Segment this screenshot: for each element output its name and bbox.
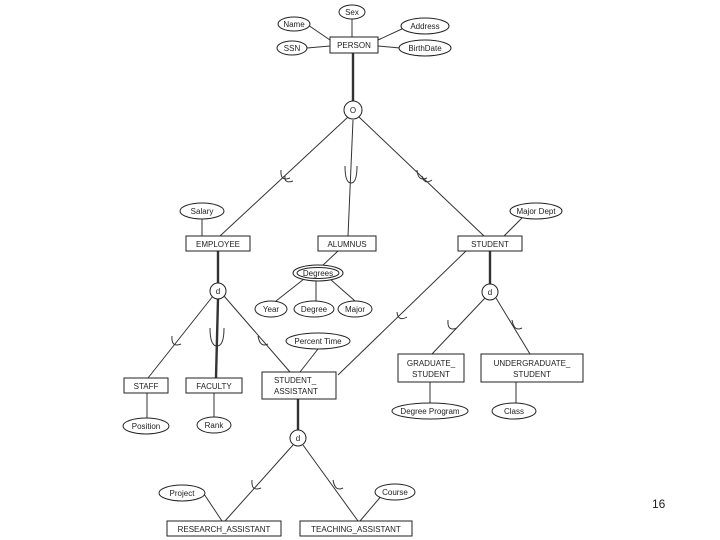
attribute-degree: Degree — [293, 300, 335, 318]
attribute-salary: Salary — [179, 202, 225, 220]
entity-student: STUDENT — [457, 235, 523, 252]
subset-symbol — [171, 335, 182, 346]
svg-text:Class: Class — [504, 407, 524, 416]
svg-text:Sex: Sex — [345, 8, 359, 17]
attribute-degrees-multivalued: Degrees — [292, 264, 344, 282]
attribute-major-dept: Major Dept — [509, 202, 563, 220]
attribute-degree-program: Degree Program — [391, 402, 469, 420]
attribute-project: Project — [158, 484, 206, 502]
subset-symbol — [511, 319, 523, 330]
svg-text:Position: Position — [132, 422, 160, 431]
svg-text:d: d — [216, 287, 220, 296]
svg-text:TEACHING_ASSISTANT: TEACHING_ASSISTANT — [311, 525, 401, 534]
svg-text:UNDERGRADUATE_: UNDERGRADUATE_ — [494, 359, 571, 368]
attribute-year: Year — [254, 300, 288, 318]
svg-text:Major Dept: Major Dept — [516, 207, 556, 216]
page-number: 16 — [652, 497, 666, 511]
entity-research-assistant: RESEARCH_ASSISTANT — [166, 520, 282, 537]
attribute-position: Position — [122, 417, 170, 435]
svg-text:Address: Address — [410, 22, 439, 31]
svg-text:O: O — [350, 106, 356, 115]
svg-text:ALUMNUS: ALUMNUS — [327, 240, 366, 249]
svg-text:d: d — [488, 288, 492, 297]
svg-text:GRADUATE_: GRADUATE_ — [407, 359, 456, 368]
subset-symbol — [416, 169, 428, 180]
subset-symbol — [447, 319, 458, 330]
entity-graduate-student: GRADUATE_ STUDENT — [397, 353, 465, 383]
subset-symbol — [257, 335, 269, 346]
svg-text:STAFF: STAFF — [134, 382, 159, 391]
svg-text:Rank: Rank — [205, 421, 225, 430]
svg-text:Name: Name — [283, 20, 305, 29]
disjointness-circle-person: O — [343, 100, 363, 120]
svg-text:Degrees: Degrees — [303, 269, 333, 278]
svg-text:d: d — [296, 434, 300, 443]
attribute-name: Name — [277, 16, 311, 32]
subset-symbol — [251, 479, 262, 490]
disjointness-circle-student-assistant: d — [289, 429, 307, 447]
disjointness-circle-student: d — [481, 283, 499, 301]
entity-staff: STAFF — [123, 377, 169, 394]
attribute-address: Address — [400, 17, 450, 35]
svg-text:Course: Course — [382, 488, 408, 497]
attribute-birth-date: BirthDate — [398, 39, 452, 57]
subset-symbol — [344, 165, 358, 184]
subset-symbol — [284, 175, 294, 183]
entity-faculty: FACULTY — [185, 377, 243, 394]
svg-text:FACULTY: FACULTY — [196, 382, 232, 391]
subset-symbol — [280, 169, 291, 180]
svg-text:BirthDate: BirthDate — [408, 44, 442, 53]
svg-text:PERSON: PERSON — [337, 41, 371, 50]
svg-text:Project: Project — [170, 489, 196, 498]
entity-alumnus: ALUMNUS — [317, 235, 377, 252]
attribute-ssn: SSN — [276, 40, 308, 56]
subset-symbol — [421, 175, 433, 183]
subset-symbol — [396, 311, 408, 320]
entity-person: PERSON — [329, 36, 379, 54]
svg-text:EMPLOYEE: EMPLOYEE — [196, 240, 240, 249]
subset-symbol — [209, 327, 225, 347]
attribute-course: Course — [374, 483, 416, 501]
svg-text:Degree: Degree — [301, 305, 328, 314]
attribute-percent-time: Percent Time — [285, 332, 351, 350]
svg-text:Year: Year — [263, 305, 280, 314]
attribute-class: Class — [491, 402, 537, 420]
svg-text:RESEARCH_ASSISTANT: RESEARCH_ASSISTANT — [178, 525, 271, 534]
svg-text:Salary: Salary — [191, 207, 214, 216]
svg-text:STUDENT: STUDENT — [513, 370, 551, 379]
entity-employee: EMPLOYEE — [185, 235, 251, 252]
svg-text:STUDENT: STUDENT — [471, 240, 509, 249]
svg-text:Major: Major — [345, 305, 365, 314]
svg-text:Degree Program: Degree Program — [400, 407, 459, 416]
attribute-sex: Sex — [338, 4, 366, 20]
entity-student-assistant: STUDENT_ ASSISTANT — [261, 371, 337, 400]
svg-text:STUDENT_: STUDENT_ — [274, 376, 317, 385]
disjointness-circle-employee: d — [209, 282, 227, 300]
attribute-rank: Rank — [196, 416, 232, 434]
subset-symbol — [332, 479, 344, 490]
entity-undergraduate-student: UNDERGRADUATE_ STUDENT — [480, 353, 584, 383]
svg-text:Percent Time: Percent Time — [294, 337, 342, 346]
attribute-major: Major — [337, 300, 373, 318]
svg-text:STUDENT: STUDENT — [412, 370, 450, 379]
svg-text:ASSISTANT: ASSISTANT — [274, 387, 318, 396]
entity-teaching-assistant: TEACHING_ASSISTANT — [299, 520, 413, 537]
svg-text:SSN: SSN — [284, 44, 301, 53]
